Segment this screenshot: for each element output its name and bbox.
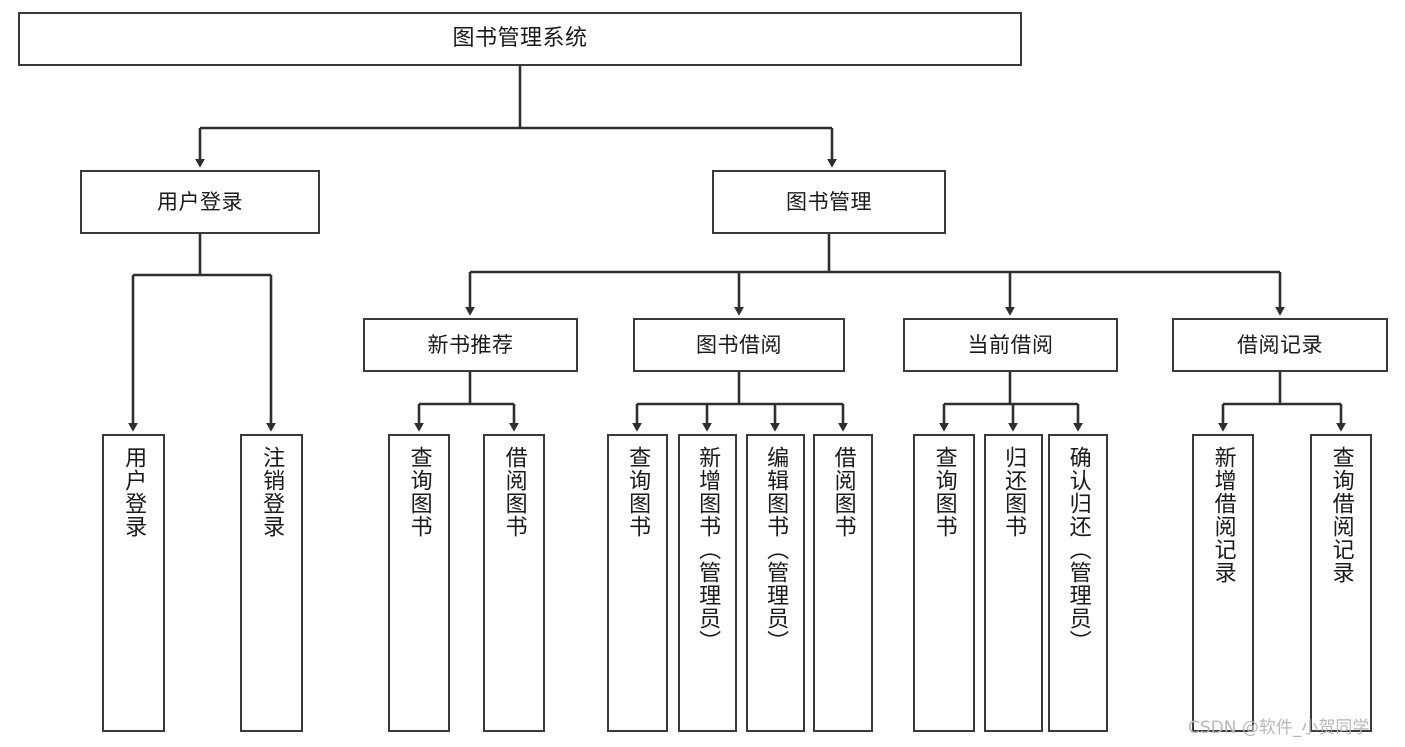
node-book-management[interactable]: 图书管理 [712, 170, 946, 234]
leaf-user-logout-label: 注销登录 [259, 446, 285, 538]
node-user-login-label: 用户登录 [157, 189, 243, 214]
leaf-user-login[interactable]: 用户登录 [102, 434, 165, 732]
leaf-recommend-query-book[interactable]: 查询图书 [388, 434, 450, 732]
leaf-records-add-record[interactable]: 新增借阅记录 [1192, 434, 1254, 732]
node-user-login[interactable]: 用户登录 [80, 170, 320, 234]
leaf-current-query-book[interactable]: 查询图书 [913, 434, 975, 732]
leaf-user-login-label: 用户登录 [121, 446, 147, 538]
leaf-recommend-query-book-label: 查询图书 [406, 446, 432, 538]
node-current-borrow-label: 当前借阅 [967, 332, 1054, 357]
leaf-recommend-borrow-book[interactable]: 借阅图书 [483, 434, 545, 732]
leaf-user-logout[interactable]: 注销登录 [240, 434, 303, 732]
node-book-borrow-label: 图书借阅 [696, 332, 782, 357]
leaf-borrow-lend-book[interactable]: 借阅图书 [813, 434, 873, 732]
leaf-borrow-lend-book-label: 借阅图书 [830, 446, 856, 538]
leaf-borrow-add-book-admin[interactable]: 新增图书（管理员） [678, 434, 737, 732]
leaf-current-return-book[interactable]: 归还图书 [984, 434, 1043, 732]
node-borrow-records-label: 借阅记录 [1237, 332, 1323, 357]
node-borrow-records[interactable]: 借阅记录 [1172, 318, 1388, 372]
leaf-borrow-query-book-label: 查询图书 [625, 446, 651, 538]
node-book-management-label: 图书管理 [786, 189, 872, 214]
leaf-current-confirm-return-admin[interactable]: 确认归还（管理员） [1048, 434, 1108, 732]
leaf-current-return-book-label: 归还图书 [1001, 446, 1027, 538]
node-new-book-recommend-label: 新书推荐 [427, 332, 514, 357]
node-book-borrow[interactable]: 图书借阅 [633, 318, 845, 372]
node-new-book-recommend[interactable]: 新书推荐 [363, 318, 578, 372]
node-root-system[interactable]: 图书管理系统 [18, 12, 1022, 66]
leaf-records-add-record-label: 新增借阅记录 [1210, 446, 1236, 584]
leaf-borrow-edit-book-admin-label: 编辑图书（管理员） [763, 446, 789, 653]
leaf-borrow-add-book-admin-label: 新增图书（管理员） [695, 446, 721, 653]
node-root-system-label: 图书管理系统 [452, 26, 588, 52]
leaf-records-query-record[interactable]: 查询借阅记录 [1310, 434, 1372, 732]
leaf-current-confirm-return-admin-label: 确认归还（管理员） [1065, 446, 1091, 653]
leaf-borrow-query-book[interactable]: 查询图书 [607, 434, 668, 732]
leaf-borrow-edit-book-admin[interactable]: 编辑图书（管理员） [746, 434, 805, 732]
csdn-watermark: CSDN @软件_小贺同学 [1188, 718, 1370, 738]
node-current-borrow[interactable]: 当前借阅 [903, 318, 1118, 372]
leaf-records-query-record-label: 查询借阅记录 [1328, 446, 1354, 584]
leaf-current-query-book-label: 查询图书 [931, 446, 957, 538]
leaf-recommend-borrow-book-label: 借阅图书 [501, 446, 527, 538]
